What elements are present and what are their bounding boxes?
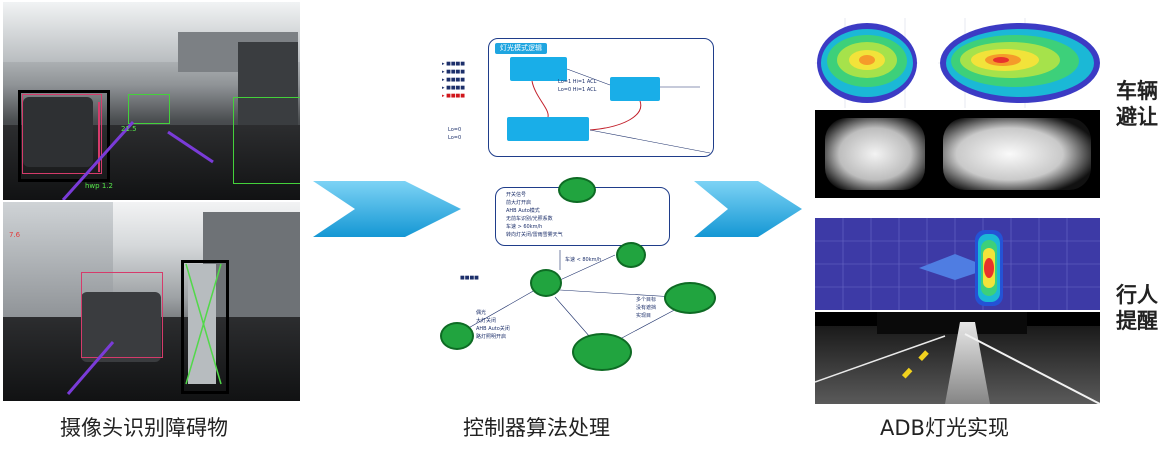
legend-line-4: 无前车识别/光照系数 [506,216,553,222]
pedestrian-heatmap [815,218,1100,310]
pedestrian-alert-label-line-1: 行人 [1116,283,1158,307]
legend-line-2: 前大灯开启 [506,200,532,206]
overlay-lines [66,263,222,395]
vehicle-avoid-label-line-1: 车辆 [1116,79,1158,103]
multi-target-3: 实现目 [636,313,652,319]
legend-line-6: 转向灯关闭/雷雨雪雾天气 [506,232,563,238]
flow-arrows [464,68,711,356]
oval-right [664,282,716,314]
input-bullet-3: ▸ ■■■■ [442,77,465,83]
condition-1: 偶光 [476,310,487,316]
multi-target-1: 多个目标 [636,297,657,303]
camera-frame-vehicle: hwp 1.2 21.5 [3,2,300,200]
detection-box [18,90,110,182]
pedestrian-box [181,260,229,394]
oval-top [558,177,596,203]
oval-bottom [572,333,632,371]
pedestrian-road-scene [815,312,1100,404]
left-value: 7.6 [9,231,21,239]
controller-flow-diagram: 灯光模式逻辑 Lo=1 Hi=1 ACL Lo=0 Hi=1 ACL Lo=0 … [440,35,716,380]
condition-3: AHB Auto关闭 [476,326,510,332]
arrow-right-icon-2 [694,181,802,237]
vehicle-avoid-label: 车辆 避让 [1116,78,1158,130]
building-right [203,212,300,322]
input-bullet-1: ▸ ■■■■ [442,61,465,67]
pedestrian [188,264,216,384]
multi-target-2: 没有遮挡 [636,305,657,311]
pedestrian-alert-label-line-2: 提醒 [1116,309,1158,333]
speed-condition: 车速 < 80km/h [565,257,602,263]
state-box-title: 灯光模式逻辑 [495,43,547,54]
legend-line-5: 车速 > 60km/h [506,224,543,230]
legend-line-1: 开关信号 [506,192,527,198]
top-row-text-2: Lo=0 Hi=1 ACL [558,87,597,93]
caption-camera: 摄像头识别障碍物 [60,416,228,440]
state-node-3 [507,117,589,141]
legend-line-3: AHB Auto模式 [506,208,540,214]
lead-car [81,292,161,362]
input-bullet-5: ▸ ■■■■ [442,93,465,99]
arrow-right-icon [313,181,461,237]
detection-box-truck [233,97,300,184]
left-note: ■■■■ [460,275,479,281]
state-node-2 [610,77,660,101]
hwp-readout: hwp 1.2 [85,182,113,190]
camera-frame-pedestrian: 7.6 [3,202,300,401]
vehicle-avoid-heatmap [815,18,1100,108]
lead-car [23,97,93,167]
state-node-1 [510,57,567,81]
condition-2: 大灯关闭 [476,318,497,324]
detection-box-car [81,272,163,358]
oval-left [440,322,474,350]
vehicle-avoid-label-line-2: 避让 [1116,105,1158,129]
caption-adb: ADB灯光实现 [880,416,1009,440]
side-text-1: Lo=0 [448,127,462,133]
side-text-2: Lo=0 [448,135,462,141]
input-bullet-4: ▸ ■■■■ [442,85,465,91]
detection-inner-box [22,94,102,174]
vehicle-avoid-beam [815,110,1100,198]
speed-readout: 21.5 [121,125,137,133]
distance-marker [98,102,100,172]
detection-box-green [128,94,170,124]
lane-lines [61,120,214,200]
oval-right-small [616,242,646,268]
input-bullet-2: ▸ ■■■■ [442,69,465,75]
pedestrian-alert-label: 行人 提醒 [1116,282,1158,334]
oval-center [530,269,562,297]
condition-4: 路灯照明开启 [476,334,507,340]
caption-controller: 控制器算法处理 [463,416,610,440]
top-row-text-1: Lo=1 Hi=1 ACL [558,79,597,85]
